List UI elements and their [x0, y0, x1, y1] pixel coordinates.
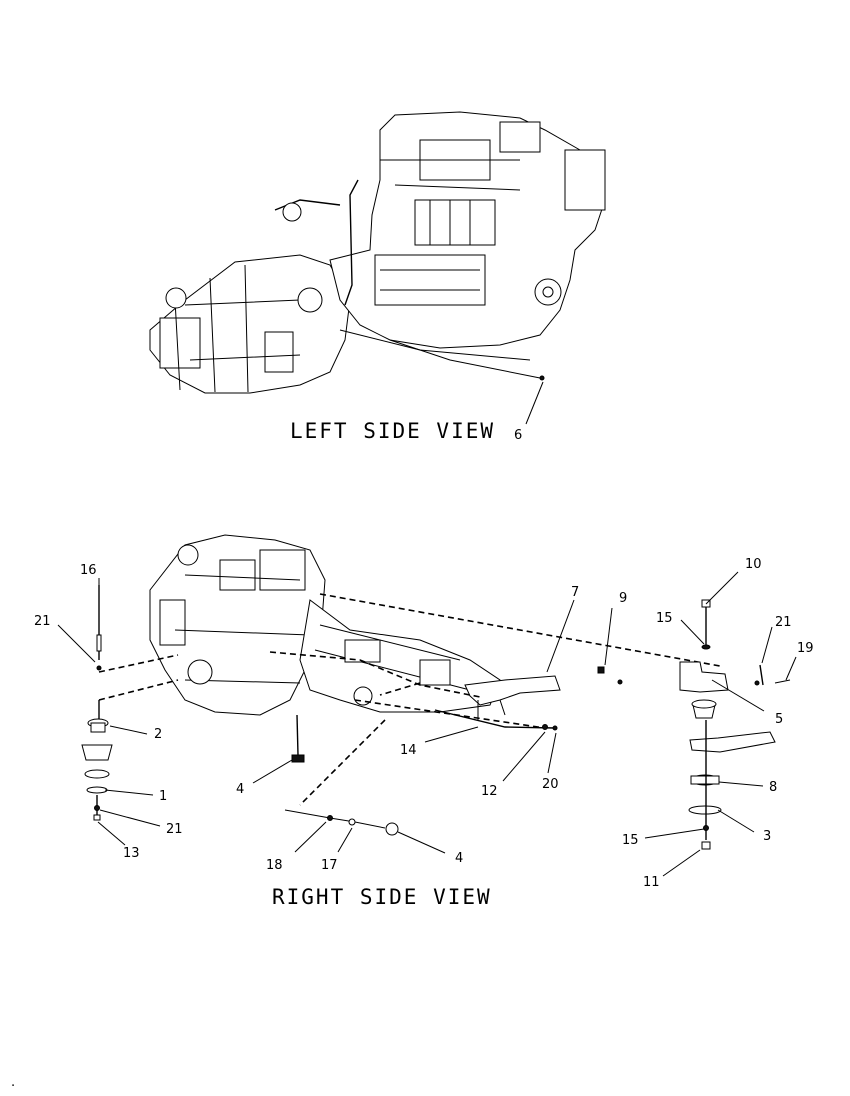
left-side-view-title: LEFT SIDE VIEW — [290, 419, 495, 443]
callout-6: 6 — [514, 428, 522, 443]
callout-15: 15 — [656, 611, 673, 626]
callout-4: 4 — [236, 782, 244, 797]
callout-3: 3 — [763, 829, 771, 844]
callout-5: 5 — [775, 712, 783, 727]
callout-21: 21 — [775, 615, 792, 630]
callout-15: 15 — [622, 833, 639, 848]
callout-11: 11 — [643, 875, 660, 890]
right-side-view-title: RIGHT SIDE VIEW — [272, 885, 492, 909]
callout-8: 8 — [769, 780, 777, 795]
callout-9: 9 — [619, 591, 627, 606]
right-side-view-illustration — [81, 534, 791, 850]
callout-20: 20 — [542, 777, 559, 792]
callout-4: 4 — [455, 851, 463, 866]
callout-10: 10 — [745, 557, 762, 572]
callout-19: 19 — [797, 641, 814, 656]
callout-21: 21 — [34, 614, 51, 629]
footer-mark: . — [11, 1075, 15, 1090]
callout-21: 21 — [166, 822, 183, 837]
callout-18: 18 — [266, 858, 283, 873]
callout-1: 1 — [159, 789, 167, 804]
callout-13: 13 — [123, 846, 140, 861]
right-view-callouts: 16 21 2 1 21 13 4 18 17 4 14 12 20 7 9 1… — [34, 557, 814, 890]
callout-7: 7 — [571, 585, 579, 600]
left-side-view-illustration — [149, 111, 606, 394]
callout-14: 14 — [400, 743, 417, 758]
callout-12: 12 — [481, 784, 498, 799]
callout-17: 17 — [321, 858, 338, 873]
callout-16: 16 — [80, 563, 97, 578]
callout-2: 2 — [154, 727, 162, 742]
callout-leaders — [57, 571, 797, 877]
